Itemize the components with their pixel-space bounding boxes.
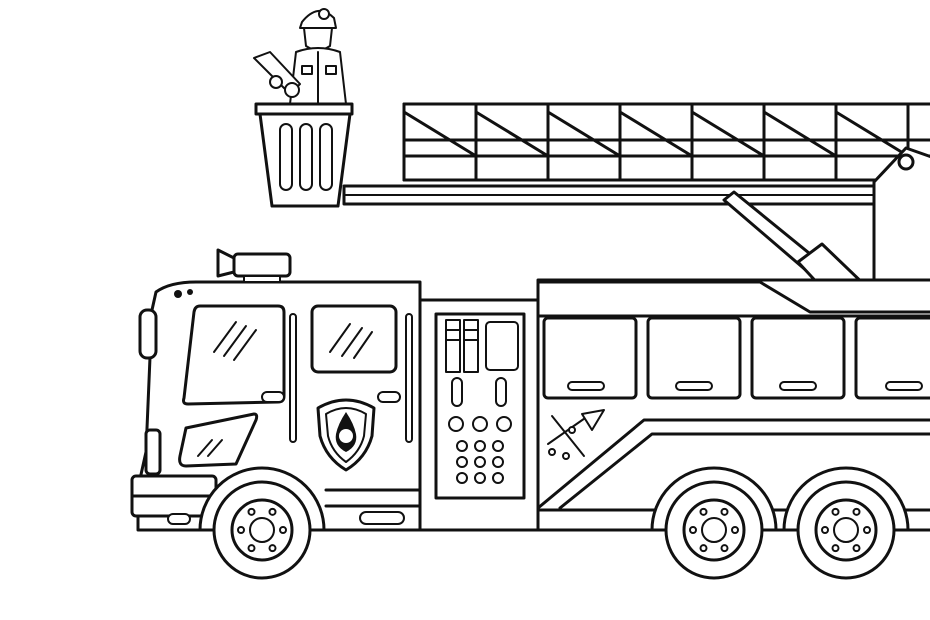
crossed-tools-icon	[547, 409, 605, 460]
panel-knob	[492, 440, 504, 452]
ladder-brace	[618, 110, 694, 158]
ladder-brace	[546, 110, 622, 158]
truck-rear-body	[536, 278, 930, 532]
panel-knob	[474, 456, 486, 468]
ladder-brace	[474, 110, 550, 158]
flame-shield-icon	[316, 398, 376, 472]
panel-knob	[492, 456, 504, 468]
panel-knob	[474, 472, 486, 484]
ladder-bucket	[254, 102, 354, 208]
ladder-brace	[762, 110, 838, 158]
firefighter-icon	[253, 8, 347, 105]
panel-gauge	[448, 416, 464, 432]
panel-knob	[456, 472, 468, 484]
emergency-light-icon	[216, 248, 292, 283]
ladder-icon	[402, 102, 930, 182]
panel-knob	[492, 472, 504, 484]
ladder-brace	[690, 110, 766, 158]
panel-knob	[456, 440, 468, 452]
panel-gauge	[472, 416, 488, 432]
truck-wheel	[782, 466, 910, 580]
panel-knob	[456, 456, 468, 468]
ladder-brace	[834, 110, 910, 158]
panel-gauge	[496, 416, 512, 432]
panel-knob	[474, 440, 486, 452]
truck-wheel	[650, 466, 778, 580]
ladder-brace	[402, 110, 478, 158]
pump-control-panel	[418, 298, 540, 532]
truck-wheel	[198, 466, 326, 580]
